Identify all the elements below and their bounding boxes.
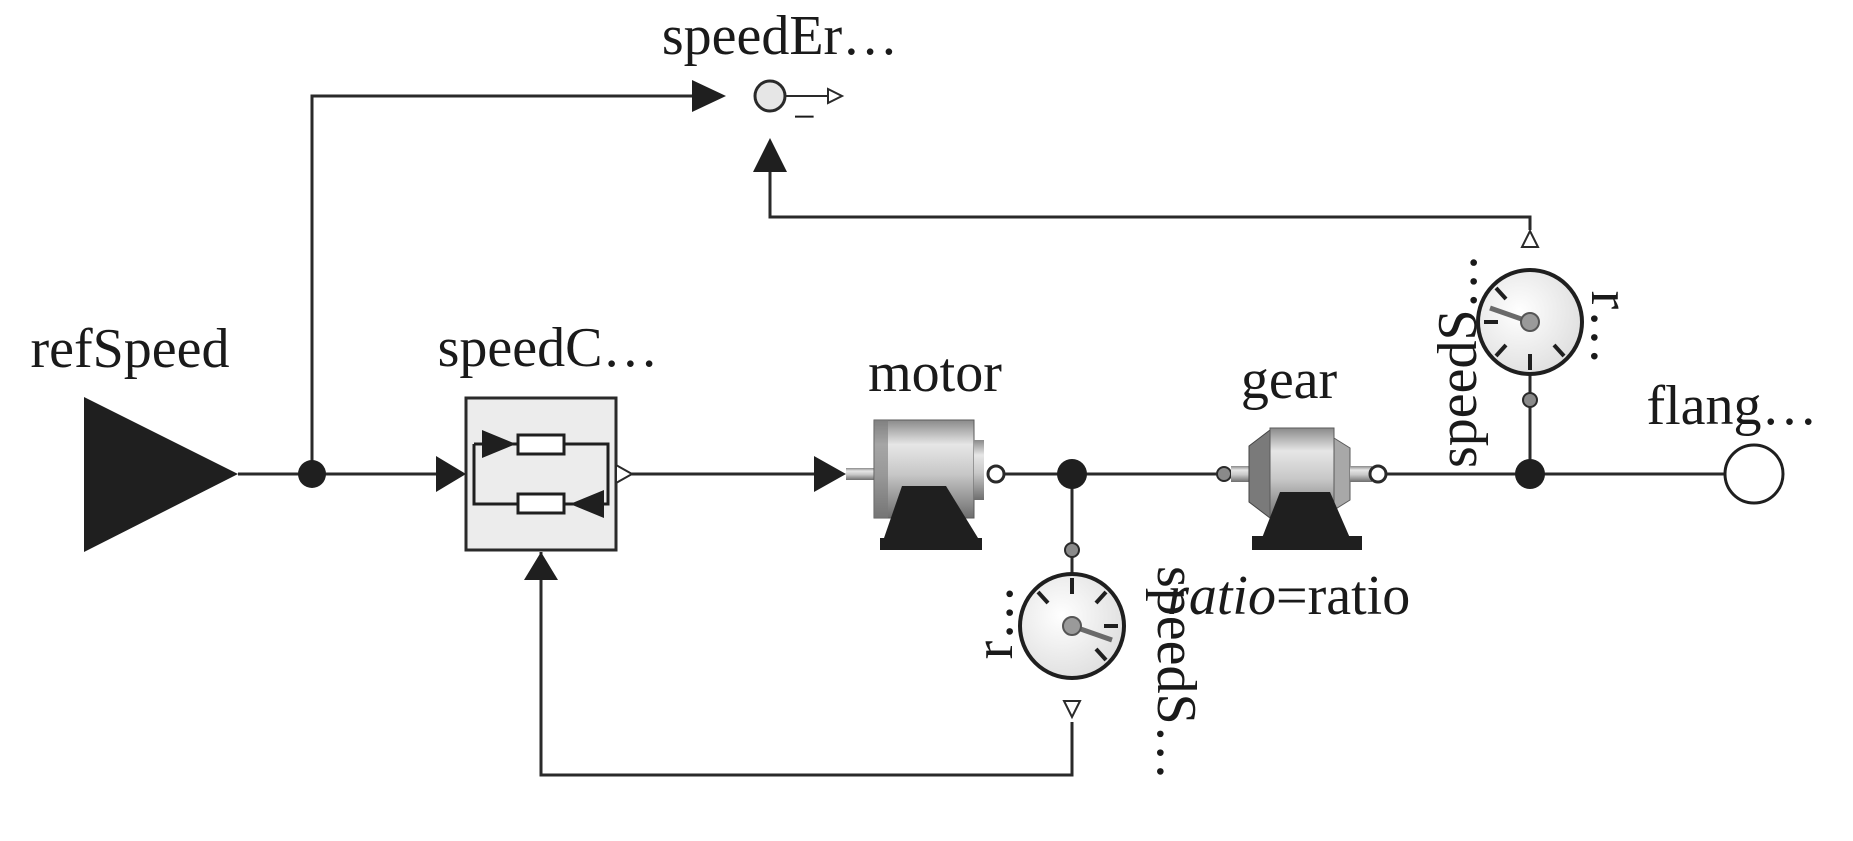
ref-speed-label: refSpeed [30,318,229,380]
gear-base-icon [1262,492,1350,538]
controller-box [464,396,618,552]
motor-base-icon [884,486,978,538]
controller-feedback-arrow-icon [524,552,558,580]
motor-flange-icon [986,464,1006,484]
feedback-summing-icon [753,79,787,113]
speed-controller-label: speedC… [438,317,659,379]
sensor-top-output-arrow-icon [1520,228,1540,248]
controller-input-arrow-icon [436,456,466,492]
sensor-top-flange-icon [1522,392,1538,408]
ref-speed-block[interactable]: refSpeed [30,318,238,552]
error-input-arrow-icon [692,80,726,112]
wire-bottom-sensor-feedback[interactable] [539,552,1074,777]
speedometer-icon [1018,572,1126,680]
gear-block[interactable]: gear ratio =ratio [1167,349,1410,627]
speed-sensor-bottom-block[interactable]: r… speedS… [963,542,1207,781]
speed-sensor-bottom-label: speedS… [1145,566,1207,781]
speed-sensor-top-block[interactable]: speedS… r… [1427,228,1641,468]
error-minus-arrow-icon [753,138,787,172]
speed-error-label: speedEr… [662,5,898,67]
speedometer-icon [1476,268,1584,376]
flange-connector-icon [1723,443,1785,505]
controller-output-arrow-icon [615,463,635,485]
mechanical-junction-node [1057,459,1087,489]
motor-shaft-left [846,468,876,480]
gear-param-value: =ratio [1276,565,1410,627]
motor-block[interactable]: motor [814,342,1006,550]
gear-output-flange-icon [1368,464,1388,484]
speed-sensor-top-r-label: r… [1579,291,1641,366]
speed-sensor-top-label: speedS… [1427,253,1489,468]
signal-wires [238,94,1532,777]
motor-label: motor [868,342,1002,404]
source-triangle-icon [84,397,238,552]
speed-error-sign: − [793,94,816,139]
motor-input-arrow-icon [814,456,846,492]
gear-input-flange-icon [1216,466,1232,482]
signal-junction-node [298,460,326,488]
gear-param-name: ratio [1167,565,1276,627]
speed-error-block[interactable]: − speedEr… [662,5,898,172]
wire-ref-to-error[interactable] [310,94,700,474]
pi-controller-icon [472,430,610,518]
wire-top-sensor-feedback[interactable] [768,170,1532,230]
sensor-bottom-flange-icon [1064,542,1080,558]
sensor-bottom-output-arrow-icon [1062,700,1082,720]
gear-label: gear [1241,349,1338,411]
speed-sensor-bottom-r-label: r… [963,585,1025,660]
error-output-arrow-icon [827,87,845,105]
flange-block[interactable]: flang… [1646,375,1818,505]
output-junction-node [1515,459,1545,489]
flange-label: flang… [1646,375,1817,437]
speed-controller-block[interactable]: speedC… [436,317,658,580]
